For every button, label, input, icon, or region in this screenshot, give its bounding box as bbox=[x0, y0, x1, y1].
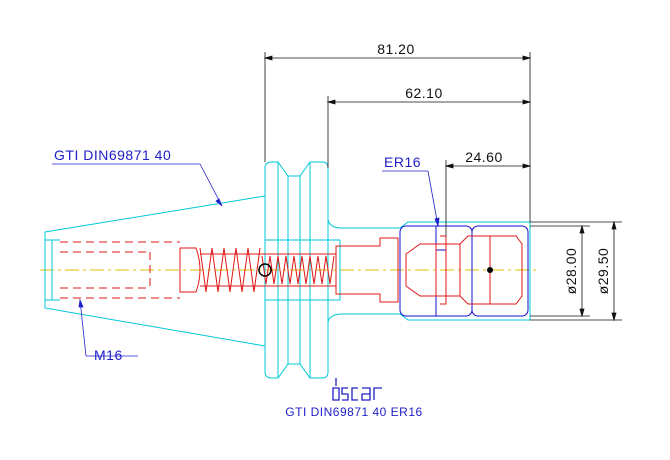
callout-collet-type: ER16 bbox=[384, 154, 421, 170]
dim-body-diameter: ø29.50 bbox=[595, 248, 611, 295]
callout-retention-thread: M16 bbox=[94, 347, 123, 363]
dim-nut-length: 24.60 bbox=[465, 149, 503, 165]
callout-leaders bbox=[52, 163, 440, 357]
callout-taper-standard: GTI DIN69871 40 bbox=[54, 147, 171, 163]
dim-flange-to-end: 62.10 bbox=[405, 85, 443, 101]
dim-overall-length: 81.20 bbox=[377, 41, 415, 57]
knob-pivot bbox=[258, 263, 272, 277]
caption: GTI DIN69871 40 ER16 bbox=[285, 405, 422, 419]
internal-parts bbox=[60, 235, 523, 305]
collet-pivot bbox=[487, 267, 493, 273]
dim-nut-diameter: ø28.00 bbox=[563, 248, 579, 295]
dimension-lines bbox=[263, 52, 622, 322]
iscar-logo bbox=[332, 378, 382, 401]
